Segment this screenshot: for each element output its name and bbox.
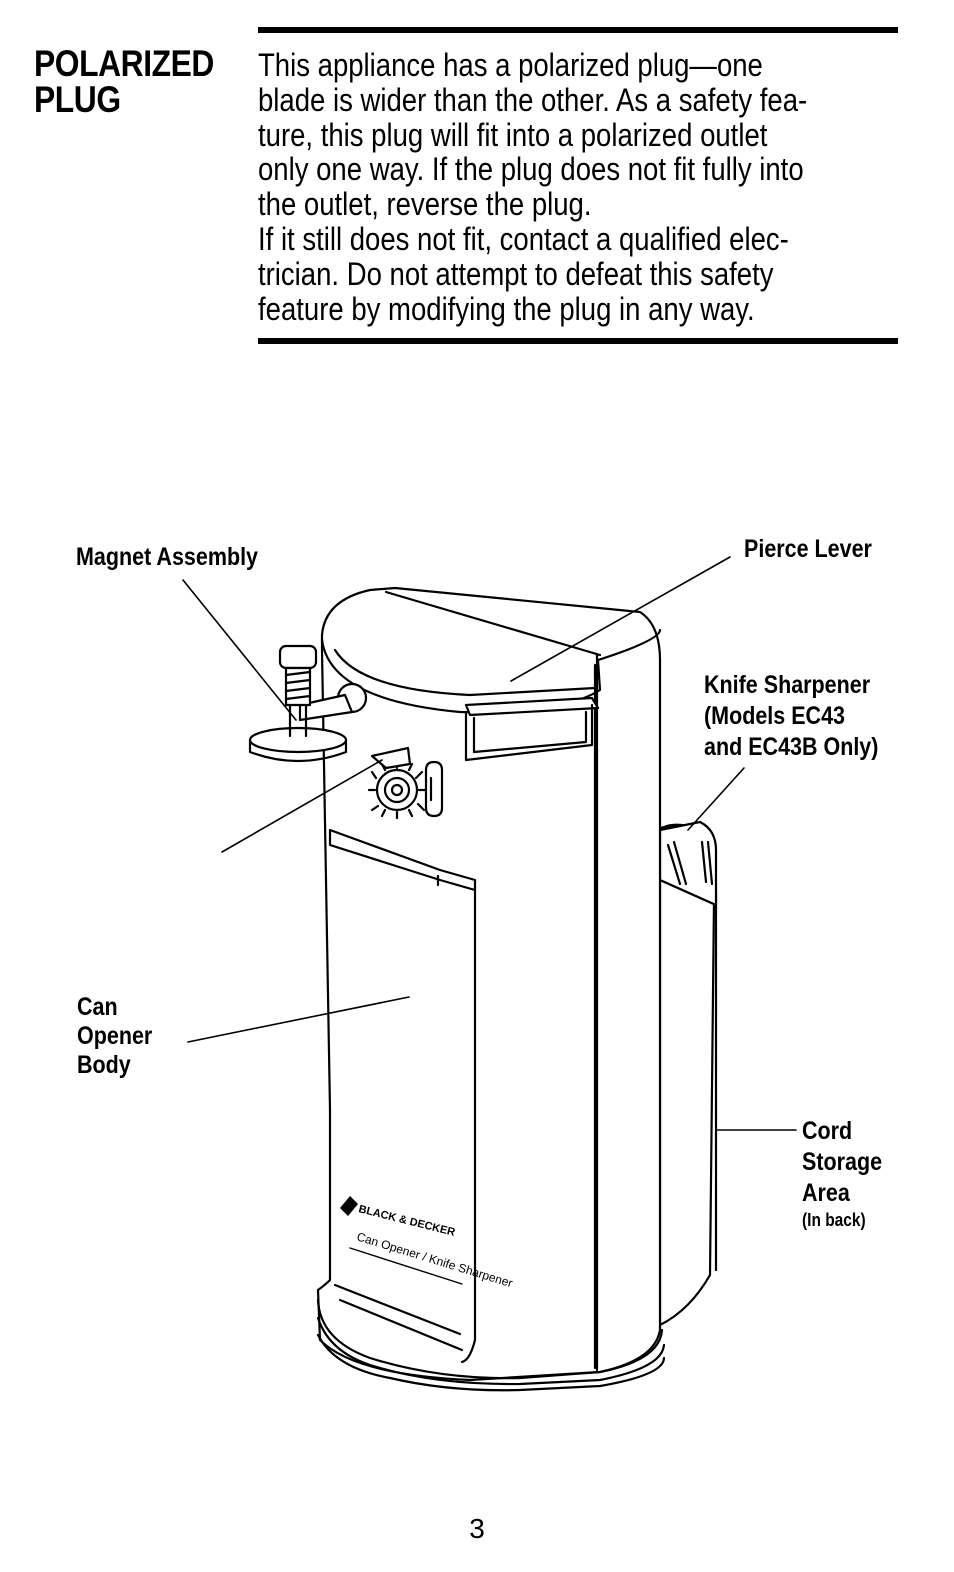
body-line: This appliance has a polarized plug—one (258, 47, 763, 83)
bottom-rule (258, 338, 898, 344)
label-knife-sharpener: Knife Sharpener (Models EC43 and EC43B O… (704, 671, 879, 761)
page-number: 3 (469, 1513, 485, 1544)
label-can-opener-body: Can Opener Body (77, 993, 153, 1079)
section-heading: POLARIZED PLUG (34, 43, 215, 120)
release-knob (424, 760, 444, 818)
body-line: blade is wider than the other. As a safe… (258, 81, 808, 118)
body-line: trician. Do not attempt to defeat this s… (258, 255, 774, 292)
label-magnet-assembly: Magnet Assembly (76, 543, 259, 571)
body-line: feature by modifying the plug in any way… (258, 290, 755, 327)
brand-logo-mark (340, 1196, 358, 1216)
heading-line-2: PLUG (34, 79, 121, 120)
label-cord-storage: Cord Storage Area (In back) (802, 1117, 883, 1230)
body-line: If it still does not fit, contact a qual… (258, 220, 789, 257)
leader-cutter (221, 759, 383, 853)
cutter-wheel (367, 746, 427, 820)
polarized-plug-text: This appliance has a polarized plug—one … (258, 48, 894, 326)
top-rule (258, 27, 898, 33)
body-line: the outlet, reverse the plug. (258, 186, 592, 223)
leader-knife-sharpener (687, 767, 745, 831)
leader-magnet-assembly (182, 579, 297, 721)
cord-storage-note: (In back) (802, 1210, 866, 1230)
leader-body (187, 996, 410, 1043)
knife-sharpener-slot (658, 820, 718, 907)
body-line: ture, this plug will fit into a polarize… (258, 116, 768, 153)
magnet-assembly (248, 644, 368, 763)
label-pierce-lever: Pierce Lever (744, 535, 872, 563)
body-line: only one way. If the plug does not fit f… (258, 151, 804, 188)
leader-lines (182, 556, 797, 1131)
leader-pierce-lever (510, 556, 731, 682)
heading-line-1: POLARIZED (34, 43, 214, 84)
